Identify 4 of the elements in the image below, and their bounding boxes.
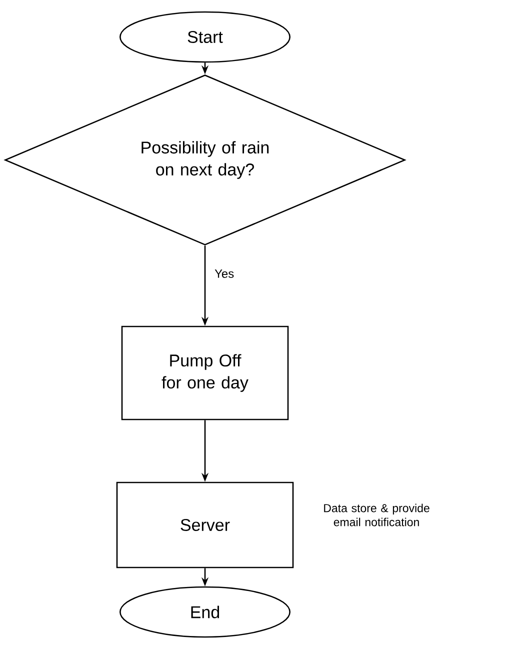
process-box: Server: [116, 482, 294, 568]
process-box: Pump Off for one day: [121, 326, 289, 420]
side-note: Data store & provide email notification: [324, 504, 430, 526]
edge-label: Yes: [214, 270, 234, 278]
